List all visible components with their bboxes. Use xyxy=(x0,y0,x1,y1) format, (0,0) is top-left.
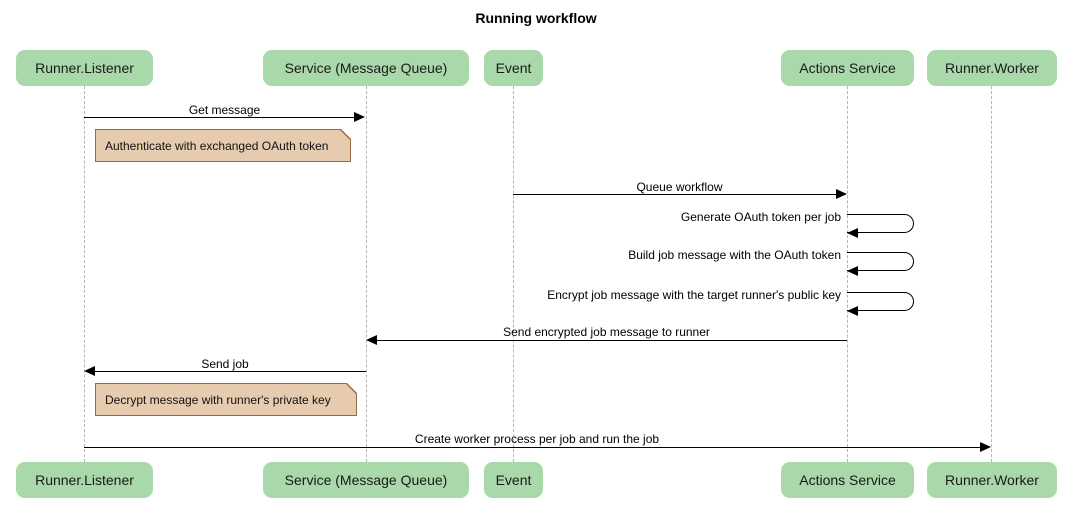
note-label: Authenticate with exchanged OAuth token xyxy=(105,138,329,153)
message-label-generate-oauth-token-per-job: Generate OAuth token per job xyxy=(680,210,841,224)
participant-label: Event xyxy=(495,472,532,488)
arrowhead-send-job xyxy=(84,366,95,376)
participant-runner-listener-bottom[interactable]: Runner.Listener xyxy=(16,462,153,498)
message-label-encrypt-job-message-with-the-target-runners-public-key: Encrypt job message with the target runn… xyxy=(547,288,841,302)
selfloop-generate-oauth-token-per-job xyxy=(847,214,914,233)
lifeline-event xyxy=(513,86,514,462)
participant-label: Runner.Worker xyxy=(945,60,1039,76)
participant-label: Service (Message Queue) xyxy=(284,472,448,488)
message-label-send-encrypted-job-message-to-runner: Send encrypted job message to runner xyxy=(503,325,710,339)
participant-service-message-queue-top[interactable]: Service (Message Queue) xyxy=(263,50,469,86)
arrowhead-encrypt-job-message-with-the-target-runners-public-key xyxy=(847,306,858,316)
note-label: Decrypt message with runner's private ke… xyxy=(105,392,331,407)
arrowhead-build-job-message-with-the-oauth-token xyxy=(847,266,858,276)
selfloop-build-job-message-with-the-oauth-token xyxy=(847,252,914,271)
message-label-create-worker-process-per-job-and-run-the-job: Create worker process per job and run th… xyxy=(414,432,660,446)
participant-event-top[interactable]: Event xyxy=(484,50,543,86)
note-authenticate-with-exchanged-oauth-token: Authenticate with exchanged OAuth token xyxy=(95,129,351,162)
note-fold-inner-icon xyxy=(347,383,357,393)
arrowhead-send-encrypted-job-message-to-runner xyxy=(366,335,377,345)
participant-label: Service (Message Queue) xyxy=(284,60,448,76)
participant-runner-worker-bottom[interactable]: Runner.Worker xyxy=(927,462,1057,498)
message-label-get-message: Get message xyxy=(188,103,261,117)
message-label-build-job-message-with-the-oauth-token: Build job message with the OAuth token xyxy=(628,248,841,262)
arrowhead-queue-workflow xyxy=(836,189,847,199)
page-title: Running workflow xyxy=(475,10,597,26)
lifeline-service-message-queue xyxy=(366,86,367,462)
lifeline-runner-worker xyxy=(991,86,992,462)
message-label-send-job: Send job xyxy=(201,357,249,371)
participant-label: Runner.Worker xyxy=(945,472,1039,488)
arrowhead-get-message xyxy=(354,112,365,122)
message-label-queue-workflow: Queue workflow xyxy=(636,180,723,194)
participant-label: Runner.Listener xyxy=(35,472,134,488)
participant-actions-service-top[interactable]: Actions Service xyxy=(781,50,914,86)
arrowhead-generate-oauth-token-per-job xyxy=(847,228,858,238)
participant-label: Actions Service xyxy=(799,60,896,76)
note-fold-inner-icon xyxy=(341,129,351,139)
selfloop-encrypt-job-message-with-the-target-runners-public-key xyxy=(847,292,914,311)
participant-service-message-queue-bottom[interactable]: Service (Message Queue) xyxy=(263,462,469,498)
message-line-send-encrypted-job-message-to-runner xyxy=(377,340,847,341)
participant-label: Event xyxy=(495,60,532,76)
message-line-queue-workflow xyxy=(513,194,836,195)
participant-actions-service-bottom[interactable]: Actions Service xyxy=(781,462,914,498)
arrowhead-create-worker-process-per-job-and-run-the-job xyxy=(980,442,991,452)
message-line-get-message xyxy=(84,117,355,118)
participant-runner-worker-top[interactable]: Runner.Worker xyxy=(927,50,1057,86)
message-line-create-worker-process-per-job-and-run-the-job xyxy=(84,447,980,448)
participant-label: Runner.Listener xyxy=(35,60,134,76)
message-line-send-job xyxy=(95,371,366,372)
participant-label: Actions Service xyxy=(799,472,896,488)
note-decrypt-message-with-runners-private-key: Decrypt message with runner's private ke… xyxy=(95,383,357,416)
participant-event-bottom[interactable]: Event xyxy=(484,462,543,498)
lifeline-runner-listener xyxy=(84,86,85,462)
participant-runner-listener-top[interactable]: Runner.Listener xyxy=(16,50,153,86)
